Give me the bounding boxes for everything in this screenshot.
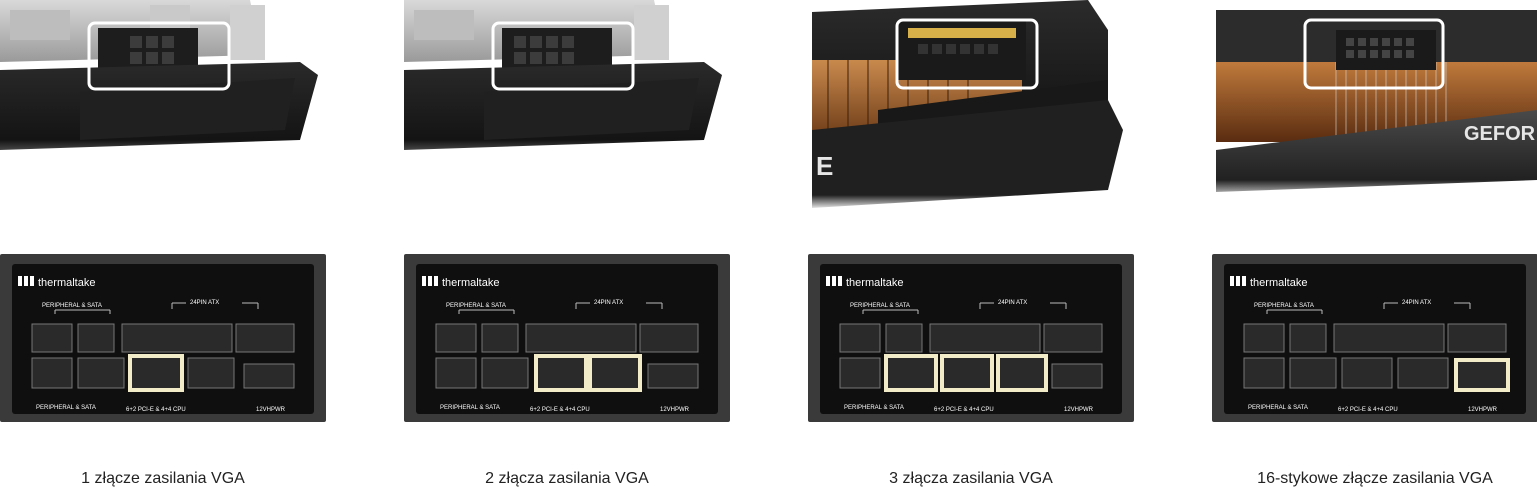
label-pcie: 6+2 PCI-E & 4+4 CPU xyxy=(530,407,590,413)
label-peripheral-bottom: PERIPHERAL & SATA xyxy=(440,405,500,411)
label-pcie: 6+2 PCI-E & 4+4 CPU xyxy=(934,407,994,413)
brand-text: thermaltake xyxy=(846,277,903,289)
label-pcie: 6+2 PCI-E & 4+4 CPU xyxy=(126,407,186,413)
brand-text: thermaltake xyxy=(1250,277,1307,289)
gpu-photo-1 xyxy=(0,0,320,185)
psu-panel-4: thermaltake PERIPHERAL & SATA 24PIN ATX … xyxy=(1212,254,1537,422)
psu-panel-3: thermaltake PERIPHERAL & SATA 24PIN ATX … xyxy=(808,254,1134,422)
column-1: thermaltake PERIPHERAL & SATA 24PIN ATX … xyxy=(0,0,330,501)
label-peripheral-bottom: PERIPHERAL & SATA xyxy=(844,405,904,411)
label-peripheral-bottom: PERIPHERAL & SATA xyxy=(1248,405,1308,411)
caption: 2 złącza zasilania VGA xyxy=(485,470,649,487)
label-12vhpwr: 12VHPWR xyxy=(256,407,286,413)
label-24pin: 24PIN ATX xyxy=(594,300,623,306)
geforce-text: GEFOR xyxy=(1464,123,1536,145)
label-12vhpwr: 12VHPWR xyxy=(1064,407,1094,413)
label-24pin: 24PIN ATX xyxy=(190,300,219,306)
label-24pin: 24PIN ATX xyxy=(998,300,1027,306)
label-12vhpwr: 12VHPWR xyxy=(660,407,690,413)
label-peripheral-top: PERIPHERAL & SATA xyxy=(1254,303,1314,309)
gpu-photo-4: GEFOR xyxy=(1216,0,1537,200)
label-peripheral-top: PERIPHERAL & SATA xyxy=(446,303,506,309)
label-12vhpwr: 12VHPWR xyxy=(1468,407,1498,413)
caption: 3 złącza zasilania VGA xyxy=(889,470,1053,487)
gpu-edge-letter: E xyxy=(816,151,833,181)
brand-text: thermaltake xyxy=(38,277,95,289)
brand-text: thermaltake xyxy=(442,277,499,289)
column-4: GEFOR thermaltake PERIPHERAL & SATA 24PI… xyxy=(1212,0,1537,501)
gpu-photo-3: E xyxy=(808,0,1128,210)
column-3: E thermaltake PERIPHERAL & SATA 24PIN AT… xyxy=(808,0,1138,501)
label-peripheral-top: PERIPHERAL & SATA xyxy=(850,303,910,309)
label-peripheral-top: PERIPHERAL & SATA xyxy=(42,303,102,309)
gpu-photo-2 xyxy=(404,0,724,185)
psu-panel-2: thermaltake PERIPHERAL & SATA 24PIN ATX … xyxy=(404,254,730,422)
caption: 1 złącze zasilania VGA xyxy=(81,470,245,487)
column-2: thermaltake PERIPHERAL & SATA 24PIN ATX … xyxy=(404,0,734,501)
label-pcie: 6+2 PCI-E & 4+4 CPU xyxy=(1338,407,1398,413)
psu-panel-1: thermaltake PERIPHERAL & SATA 24PIN ATX … xyxy=(0,254,326,422)
caption: 16-stykowe złącze zasilania VGA xyxy=(1257,470,1493,487)
label-peripheral-bottom: PERIPHERAL & SATA xyxy=(36,405,96,411)
label-24pin: 24PIN ATX xyxy=(1402,300,1431,306)
